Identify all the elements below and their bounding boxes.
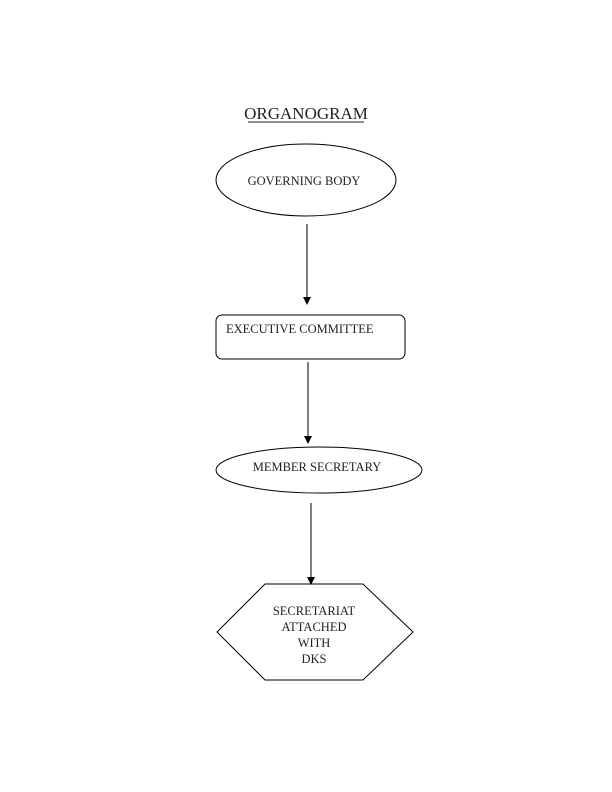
executive-committee-label: EXECUTIVE COMMITTEE bbox=[226, 322, 374, 336]
secretariat-label-line: WITH bbox=[298, 636, 331, 650]
governing-body-label: GOVERNING BODY bbox=[248, 174, 361, 188]
page-title: ORGANOGRAM bbox=[244, 104, 368, 123]
node-executive-committee: EXECUTIVE COMMITTEE bbox=[215, 314, 406, 360]
secretariat-label-line: DKS bbox=[301, 652, 326, 666]
node-member-secretary: MEMBER SECRETARY bbox=[215, 446, 423, 494]
secretariat-label-line: SECRETARIAT bbox=[273, 604, 356, 618]
member-secretary-label: MEMBER SECRETARY bbox=[253, 460, 382, 474]
node-secretariat: SECRETARIAT ATTACHED WITH DKS bbox=[216, 583, 414, 681]
secretariat-label-line: ATTACHED bbox=[282, 620, 347, 634]
node-governing-body: GOVERNING BODY bbox=[215, 143, 397, 217]
